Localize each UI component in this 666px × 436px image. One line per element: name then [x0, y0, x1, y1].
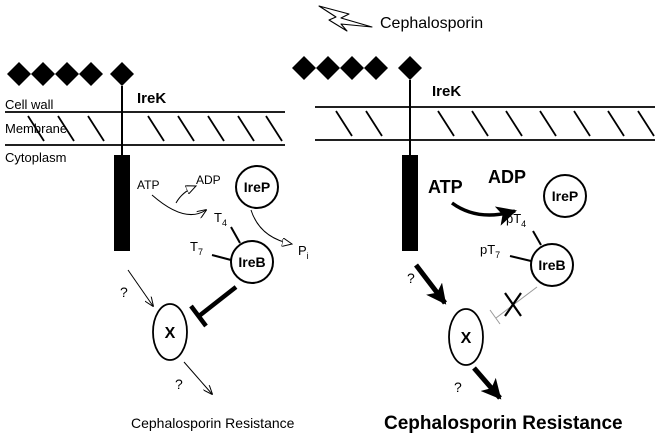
right-x-ellipse — [448, 308, 484, 366]
left-x-ellipse — [152, 303, 188, 361]
left-kinase-to-x-arrow — [127, 269, 153, 306]
right-inhibition-line — [495, 286, 538, 319]
right-pt4-stick — [532, 230, 542, 246]
lightning-icon — [318, 5, 373, 32]
left-ireb-label: IreB — [238, 254, 265, 270]
left-inhibition-bar — [189, 304, 208, 328]
right-blocked-x-mark — [504, 292, 522, 317]
right-pt4-label: pT4 — [506, 211, 526, 229]
left-question-2: ? — [175, 376, 183, 392]
right-kinase-domain — [402, 155, 418, 251]
right-inhibition-bar — [489, 309, 501, 325]
left-diamond-chain — [7, 62, 134, 86]
left-membrane — [5, 111, 285, 146]
right-pt7-stick — [509, 255, 532, 262]
left-t7-stick — [211, 254, 232, 261]
right-question-2: ? — [454, 379, 462, 395]
cytoplasm-label: Cytoplasm — [5, 150, 66, 165]
left-irep-circle — [235, 165, 279, 209]
right-x-to-resistance-arrow — [472, 366, 502, 400]
left-atp-arrow — [151, 194, 206, 215]
right-diamond-chain — [292, 56, 422, 80]
left-t4-label: T4 — [214, 210, 227, 228]
right-atp-arrow — [450, 201, 517, 226]
left-resistance-label: Cephalosporin Resistance — [131, 415, 295, 431]
left-adp-arrow — [175, 186, 196, 204]
right-adp-label: ADP — [488, 167, 526, 187]
left-adp-label: ADP — [196, 173, 221, 187]
left-question-1: ? — [120, 284, 128, 300]
right-irep-circle — [543, 174, 587, 218]
left-atp-label: ATP — [137, 178, 159, 192]
right-resistance-label: Cephalosporin Resistance — [384, 413, 623, 434]
right-kinase-to-x-arrow — [414, 263, 447, 305]
left-irep-arrow — [250, 209, 292, 244]
left-irep-label: IreP — [244, 179, 270, 195]
left-inhibition-line — [197, 285, 238, 318]
right-irek-label: IreK — [432, 83, 461, 100]
left-t7-label: T7 — [190, 239, 203, 257]
cephalosporin-stimulus-label: Cephalosporin — [380, 15, 483, 32]
left-panel: IreK Cell wall Membrane Cytoplasm ATP AD… — [5, 62, 309, 431]
right-ireb-label: IreB — [538, 257, 565, 273]
right-panel: Cephalosporin IreK ATP ADP — [292, 5, 655, 434]
left-ireb-circle — [230, 240, 274, 284]
right-atp-label: ATP — [428, 177, 463, 197]
right-membrane — [315, 106, 655, 141]
right-pt7-label: pT7 — [480, 242, 500, 260]
left-pi-label: Pi — [298, 243, 309, 261]
left-x-to-resistance-arrow — [183, 361, 212, 394]
right-x-label: X — [461, 330, 472, 347]
right-irep-label: IreP — [552, 188, 578, 204]
membrane-label: Membrane — [5, 121, 67, 136]
left-t4-stick — [230, 226, 241, 244]
left-irek-label: IreK — [137, 90, 166, 107]
left-kinase-domain — [114, 155, 130, 251]
right-ireb-circle — [530, 243, 574, 287]
cell-wall-label: Cell wall — [5, 97, 54, 112]
left-x-label: X — [165, 325, 176, 342]
right-question-1: ? — [407, 270, 415, 286]
